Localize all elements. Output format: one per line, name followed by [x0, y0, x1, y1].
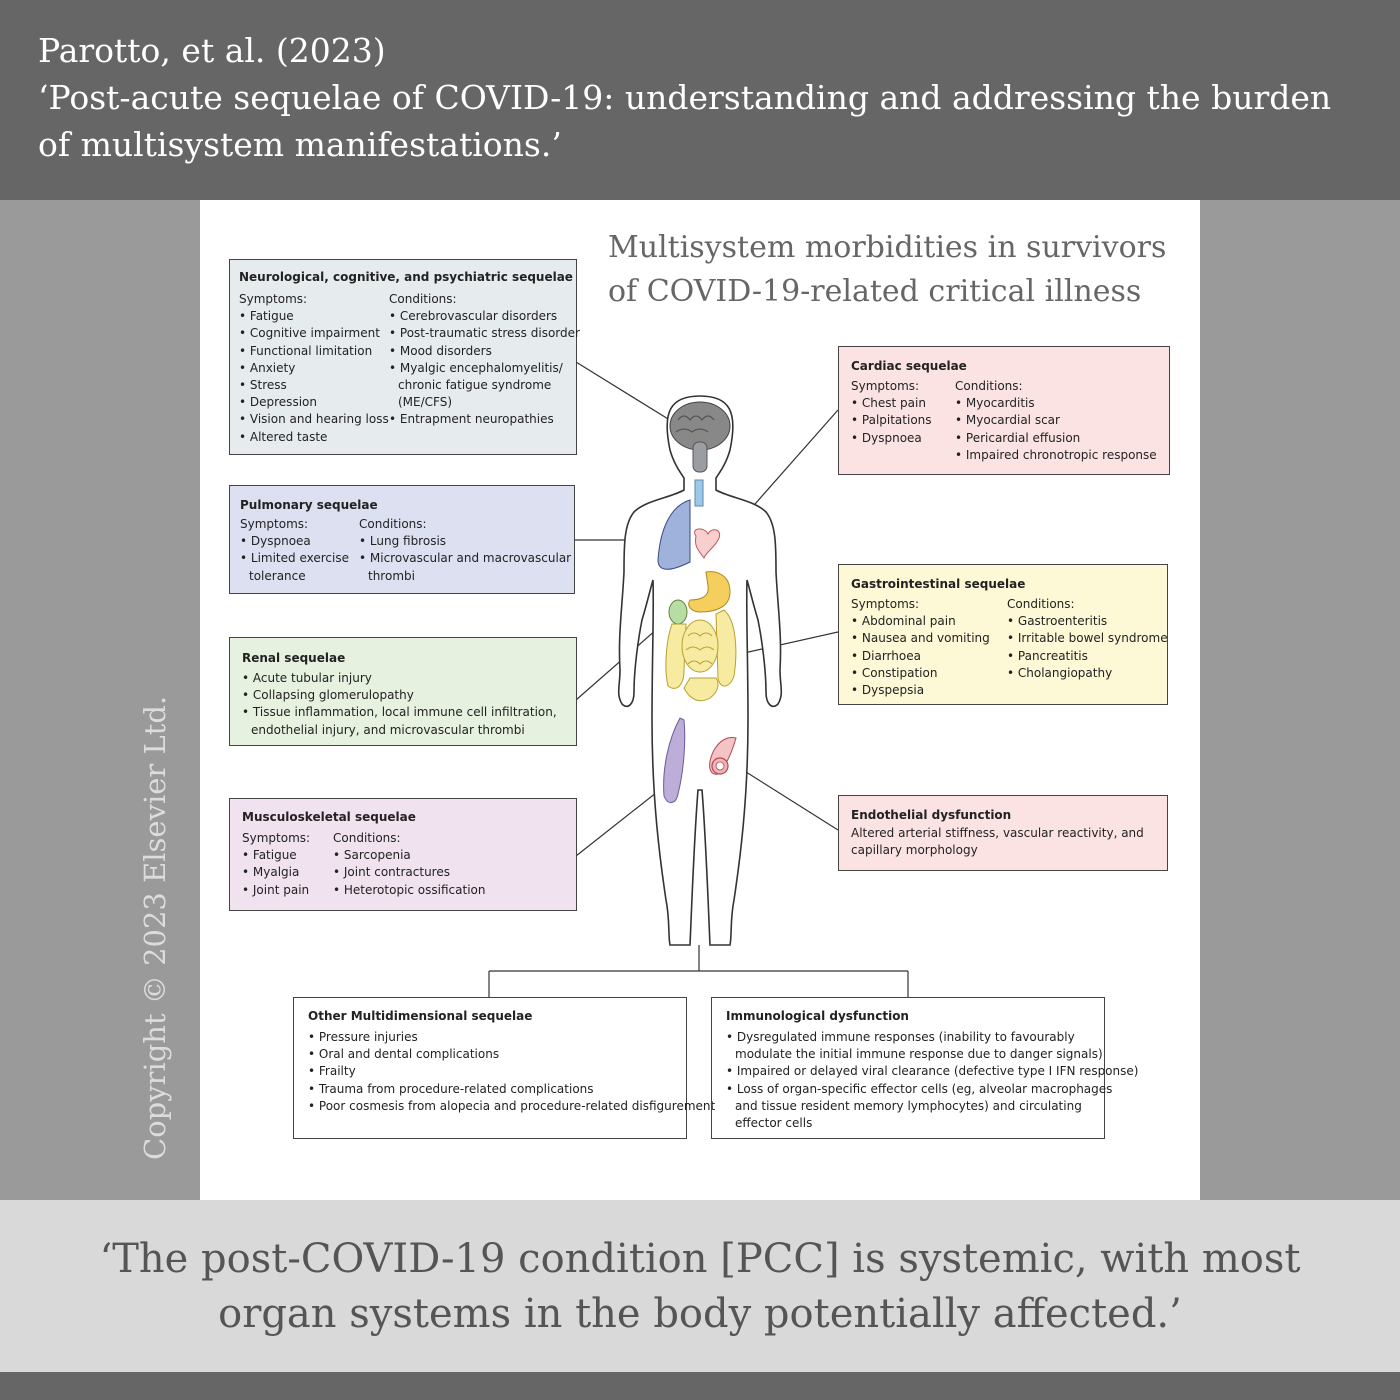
kidney-illustration — [668, 599, 688, 625]
musculoskeletal-heading: Musculoskeletal sequelae — [242, 810, 416, 824]
other-heading: Other Multidimensional sequelae — [308, 1009, 533, 1023]
immuno-items: • Dysregulated immune responses (inabili… — [726, 1030, 1139, 1131]
cardiac-conditions: Conditions: • Myocarditis • Myocardial s… — [955, 379, 1157, 462]
gastro-conditions: Conditions: • Gastroenteritis • Irritabl… — [1007, 597, 1168, 680]
diagram-title-line-1: Multisystem morbidities in survivors — [608, 230, 1167, 265]
left-margin — [0, 200, 200, 1200]
quote-line-2: organ systems in the body potentially af… — [218, 1291, 1182, 1337]
article-title-line-1: ‘Post-acute sequelae of COVID-19: unders… — [38, 78, 1332, 117]
diagram-panel: Multisystem morbidities in survivors of … — [200, 200, 1200, 1200]
pulmonary-heading: Pulmonary sequelae — [240, 498, 378, 512]
heart-illustration — [694, 528, 721, 560]
bottom-bar — [0, 1372, 1400, 1400]
neuro-symptoms: Symptoms: • Fatigue • Cognitive impairme… — [239, 292, 389, 444]
quote-line-1: ‘The post-COVID-19 condition [PCC] is sy… — [99, 1236, 1301, 1282]
cardiac-symptoms: Symptoms: • Chest pain • Palpitations • … — [851, 379, 932, 445]
pulmonary-sequelae-box: Pulmonary sequelae Symptoms: • Dyspnoea … — [229, 485, 575, 594]
other-multidimensional-sequelae-box: Other Multidimensional sequelae • Pressu… — [293, 997, 715, 1139]
musculoskeletal-symptoms: Symptoms: • Fatigue • Myalgia • Joint pa… — [242, 831, 311, 897]
immuno-heading: Immunological dysfunction — [726, 1009, 909, 1023]
right-margin — [1200, 200, 1400, 1200]
citation: Parotto, et al. (2023) — [38, 31, 386, 70]
lung-illustration — [657, 499, 691, 570]
other-items: • Pressure injuries • Oral and dental co… — [308, 1030, 716, 1113]
stomach-illustration — [688, 571, 731, 613]
gastro-symptoms: Symptoms: • Abdominal pain • Nausea and … — [851, 597, 990, 698]
header-banner: Parotto, et al. (2023) ‘Post-acute seque… — [0, 0, 1400, 200]
renal-items: • Acute tubular injury • Collapsing glom… — [242, 671, 557, 737]
endothelial-heading: Endothelial dysfunction — [851, 808, 1012, 822]
musculoskeletal-conditions: Conditions: • Sarcopenia • Joint contrac… — [333, 831, 486, 897]
trachea-illustration — [694, 479, 704, 507]
article-title-line-2: of multisystem manifestations.’ — [38, 125, 562, 164]
cardiac-sequelae-box: Cardiac sequelae Symptoms: • Chest pain … — [838, 346, 1170, 475]
body-illustration — [488, 361, 909, 998]
neuro-sequelae-box: Neurological, cognitive, and psychiatric… — [229, 259, 580, 455]
endothelial-items: Altered arterial stiffness, vascular rea… — [851, 826, 1144, 858]
diagram-title-line-2: of COVID-19-related critical illness — [608, 274, 1142, 309]
pulmonary-conditions: Conditions: • Lung fibrosis • Microvascu… — [359, 517, 572, 583]
gastro-heading: Gastrointestinal sequelae — [851, 577, 1026, 591]
endothelial-dysfunction-box: Endothelial dysfunction Altered arterial… — [838, 795, 1168, 871]
pulmonary-symptoms: Symptoms: • Dyspnoea • Limited exercise … — [240, 517, 349, 583]
intestines-illustration — [665, 609, 737, 702]
neuro-heading: Neurological, cognitive, and psychiatric… — [239, 270, 573, 284]
musculoskeletal-sequelae-box: Musculoskeletal sequelae Symptoms: • Fat… — [229, 798, 577, 911]
footer-quote-banner: ‘The post-COVID-19 condition [PCC] is sy… — [0, 1200, 1400, 1372]
renal-heading: Renal sequelae — [242, 651, 346, 665]
copyright-notice: Copyright © 2023 Elsevier Ltd. — [138, 695, 172, 1160]
cardiac-heading: Cardiac sequelae — [851, 359, 967, 373]
gastro-sequelae-box: Gastrointestinal sequelae Symptoms: • Ab… — [838, 564, 1168, 705]
muscle-illustration — [663, 717, 686, 803]
brainstem-illustration — [692, 441, 708, 473]
immunological-dysfunction-box: Immunological dysfunction • Dysregulated… — [711, 997, 1138, 1139]
neuro-conditions: Conditions: • Cerebrovascular disorders … — [389, 292, 580, 427]
renal-sequelae-box: Renal sequelae • Acute tubular injury • … — [229, 637, 577, 746]
